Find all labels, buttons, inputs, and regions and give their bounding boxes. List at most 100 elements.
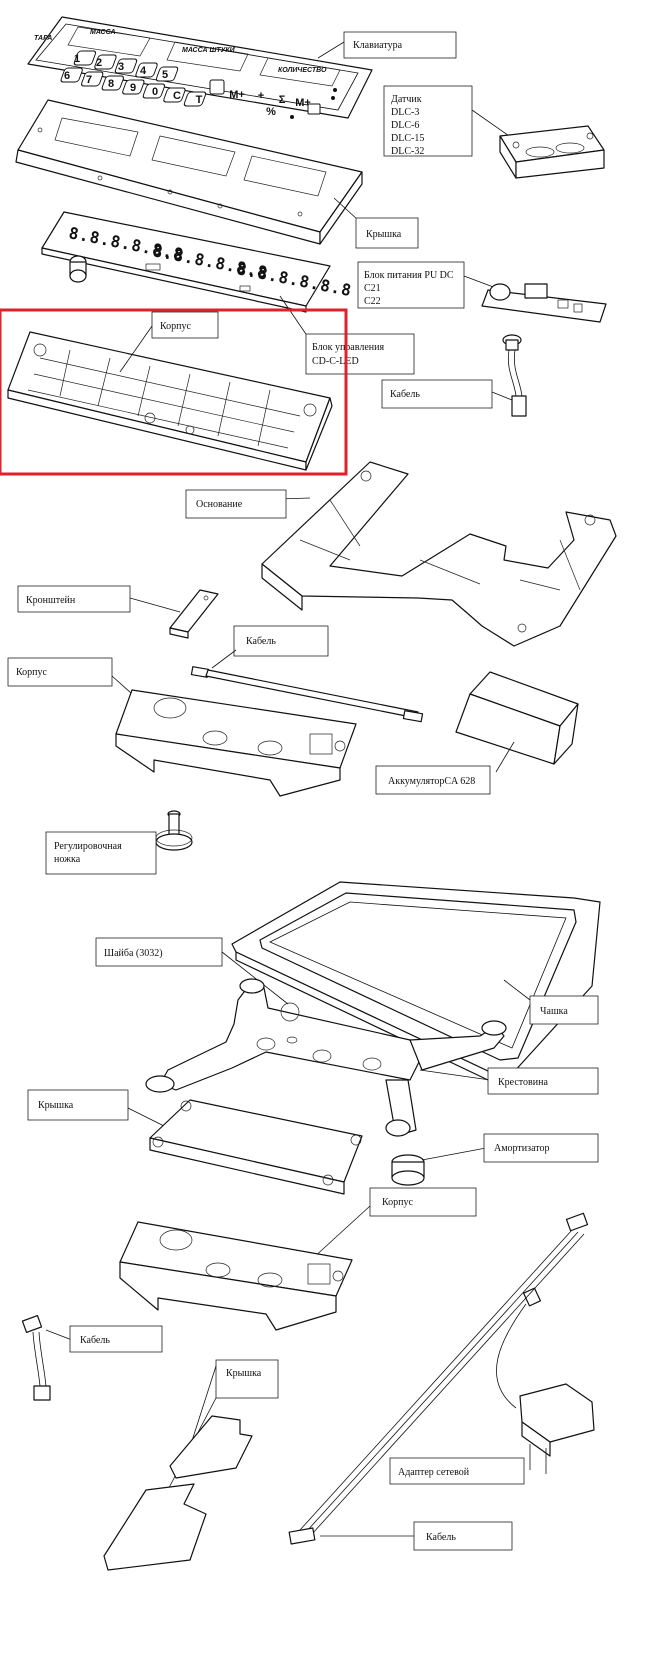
load-cell-sensor-part [499, 125, 605, 179]
op-percent: % [266, 106, 276, 118]
label-box-washer [95, 937, 223, 967]
label-battery: АккумуляторCA 628 [388, 776, 475, 787]
control-board-part: 8.8.8.8.8.8 8.8.8.8.8.8 8.8.8.8.8.8 [41, 211, 354, 313]
housing-mid-part [115, 689, 357, 797]
label-box-foot [45, 831, 157, 875]
ribbon-cable-part [190, 666, 424, 723]
label-cable-mid: Кабель [246, 636, 276, 647]
housing-top-part [7, 331, 333, 471]
label-control-unit-2: CD-C-LED [312, 356, 359, 367]
adjusting-foot-part [155, 810, 193, 851]
label-box-cable-mid [233, 625, 329, 657]
label-cover-low: Крышка [226, 1368, 262, 1379]
label-box-housing-mid [7, 657, 113, 687]
label-cable-top: Кабель [390, 389, 420, 400]
battery-part [455, 671, 579, 765]
bracket-part [169, 589, 219, 639]
label-box-sensor [383, 85, 473, 157]
keyboard-piece-mass-label: МАССА ШТУКИ [182, 47, 236, 54]
key-8: 8 [108, 78, 114, 90]
key-7: 7 [86, 74, 92, 86]
label-cable-bottom: Кабель [426, 1532, 456, 1543]
keyboard-quantity-label: КОЛИЧЕСТВО [278, 67, 327, 74]
key-6: 6 [64, 70, 70, 82]
label-housing-mid: Корпус [16, 667, 48, 678]
key-0: 0 [152, 86, 158, 98]
label-box-cable-bottom [413, 1521, 513, 1551]
label-box-base [185, 489, 287, 519]
op-m-plus-2: M+ [295, 97, 311, 109]
key-3: 3 [118, 61, 124, 73]
label-psu-2: C22 [364, 296, 381, 307]
power-supply-board-part [481, 283, 607, 323]
keyboard-keys: 1 2 3 4 5 6 7 8 9 0 C T [60, 50, 207, 107]
damper-part [391, 1154, 425, 1186]
label-psu-title: Блок питания PU DC [364, 270, 454, 281]
label-box-bracket [17, 585, 131, 613]
label-housing-top: Корпус [160, 321, 192, 332]
label-box-housing-top [151, 311, 219, 339]
keyboard-mass-label: МАССА [90, 29, 116, 36]
spider-crossbar-part [145, 978, 507, 1137]
label-sensor-4: DLC-32 [391, 146, 424, 157]
label-box-psu [357, 261, 465, 309]
op-sigma: Σ [279, 94, 286, 106]
cable-low-part [21, 1315, 51, 1401]
label-cable-low: Кабель [80, 1335, 110, 1346]
key-c: C [173, 90, 181, 102]
label-pan: Чашка [540, 1006, 568, 1017]
label-psu-1: C21 [364, 283, 381, 294]
label-sensor-2: DLC-6 [391, 120, 419, 131]
label-housing-low: Корпус [382, 1197, 414, 1208]
label-box-damper [483, 1133, 599, 1163]
cable-connector-part [502, 334, 527, 417]
op-m-plus-1: M+ [229, 89, 245, 101]
label-sensor-3: DLC-15 [391, 133, 424, 144]
label-box-control-unit [305, 333, 415, 375]
label-bracket: Кронштейн [26, 595, 76, 606]
label-foot-2: ножка [54, 854, 81, 865]
label-box-adapter [389, 1457, 525, 1485]
label-spider: Крестовина [498, 1077, 548, 1088]
label-box-cable-low [69, 1325, 163, 1353]
key-1: 1 [74, 53, 80, 65]
label-box-battery [375, 765, 491, 795]
label-box-keyboard [343, 31, 457, 59]
label-box-spider [487, 1067, 599, 1095]
op-plus: + [258, 90, 264, 102]
cover-low-part [103, 1415, 253, 1571]
label-sensor-1: DLC-3 [391, 107, 419, 118]
key-9: 9 [130, 82, 136, 94]
key-5: 5 [162, 69, 168, 81]
label-foot-1: Регулировочная [54, 841, 122, 852]
label-sensor-title: Датчик [391, 94, 422, 105]
power-adapter-part [496, 1287, 595, 1474]
label-box-cover-low [215, 1359, 279, 1399]
keyboard-part: МАССА МАССА ШТУКИ КОЛИЧЕСТВО ТАРА 1 2 3 … [27, 16, 373, 119]
label-cover-top: Крышка [366, 229, 402, 240]
key-4: 4 [140, 65, 147, 77]
label-keyboard: Клавиатура [353, 40, 403, 51]
key-t: T [196, 94, 203, 106]
label-box-cover-top [355, 217, 419, 249]
label-cover-mid: Крышка [38, 1100, 74, 1111]
cover-mid-part [149, 1099, 363, 1195]
top-cover-part [15, 99, 363, 245]
label-box-housing-low [369, 1187, 477, 1217]
keyboard-tare-label: ТАРА [34, 35, 52, 42]
base-part [261, 461, 617, 647]
label-box-cover-mid [27, 1089, 129, 1121]
label-base: Основание [196, 499, 243, 510]
label-box-pan [529, 995, 599, 1025]
pan-part [231, 881, 601, 1083]
label-box-cable-top [381, 379, 493, 409]
label-adapter: Адаптер сетевой [398, 1467, 470, 1478]
label-damper: Амортизатор [494, 1143, 550, 1154]
label-control-unit-1: Блок управления [312, 342, 384, 353]
long-cable-part [288, 1212, 589, 1545]
label-washer: Шайба (3032) [104, 948, 163, 959]
highlight-box [0, 308, 348, 476]
housing-low-part [119, 1221, 353, 1331]
key-2: 2 [96, 57, 102, 69]
